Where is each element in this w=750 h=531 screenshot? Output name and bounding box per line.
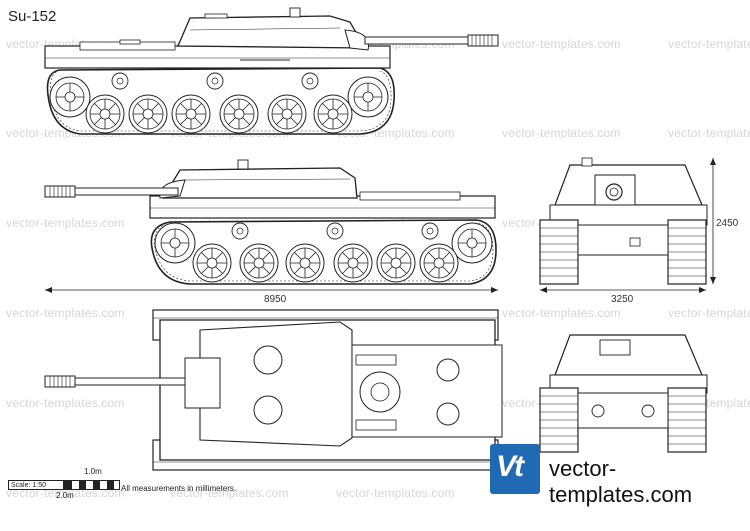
gun-barrel	[364, 36, 469, 45]
scale-top-mark: 1.0m	[84, 467, 102, 476]
muzzle-brake	[44, 185, 76, 198]
brand-logo: Vt	[490, 444, 540, 494]
watermark-text: vector-templates.com	[170, 486, 289, 500]
casemate	[177, 15, 367, 49]
gun-barrel	[74, 377, 186, 386]
muzzle-brake	[44, 375, 76, 388]
length-dimension-line	[45, 287, 498, 293]
watermark-text: vector-templates.com	[502, 306, 621, 320]
brand-site[interactable]: vector-templates.com	[549, 456, 693, 507]
width-dimension-line	[540, 287, 706, 293]
casemate-roof	[199, 321, 353, 447]
watermark-text: vector-templates.com	[6, 306, 125, 320]
top-view	[44, 309, 503, 471]
watermark-text: vector-templates.com	[668, 126, 750, 140]
watermark-text: vector-templates.com	[668, 306, 750, 320]
gun-barrel	[74, 187, 179, 196]
muzzle-brake	[467, 34, 499, 47]
brand-logo-letters: Vt	[496, 450, 524, 483]
watermark-text: vector-templates.com	[502, 37, 621, 51]
scale-bottom-mark: 2.0m	[56, 491, 74, 500]
width-label: 3250	[611, 294, 634, 305]
watermark-text: vector-templates.com	[502, 126, 621, 140]
height-dimension-line	[710, 158, 716, 284]
scale-ruler	[64, 480, 120, 490]
length-label: 8950	[264, 294, 287, 305]
blueprint-title: Su-152	[8, 8, 57, 25]
side-view-left	[44, 159, 497, 285]
height-label: 2450	[716, 218, 739, 229]
watermark-text: vector-templates.com	[668, 37, 750, 51]
measurements-note: All measurements in millimeters.	[121, 484, 237, 493]
front-view	[539, 157, 708, 285]
watermark-text: vector-templates.com	[6, 216, 125, 230]
scale-bar: 1.0m Scale: 1:50 2.0m	[8, 467, 120, 500]
casemate	[161, 167, 358, 199]
watermark-text: vector-templates.com	[6, 396, 125, 410]
scale-label: Scale: 1:50	[8, 480, 64, 490]
watermark-text: vector-templates.com	[336, 486, 455, 500]
rear-view	[539, 334, 708, 453]
side-view-right	[44, 7, 499, 135]
